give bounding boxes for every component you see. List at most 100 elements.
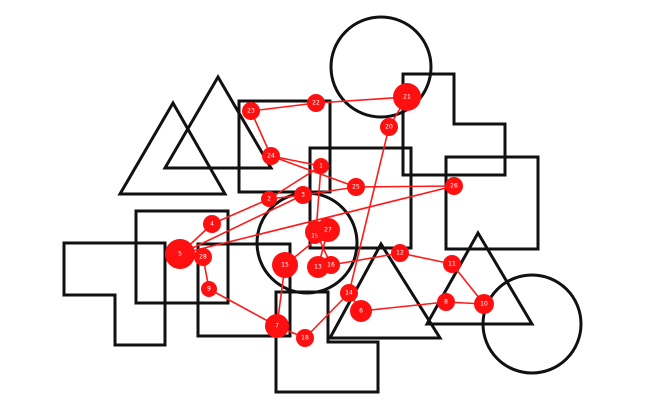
node-25: 25: [347, 178, 365, 196]
node-circle: [265, 314, 289, 338]
edge-25-26: [355, 185, 455, 188]
node-3: 3: [294, 186, 312, 204]
edge-16-12: [330, 252, 401, 266]
l-shape-outline: [274, 290, 380, 394]
node-circle: [347, 178, 365, 196]
node-label: 13: [314, 264, 322, 271]
node-circle: [203, 215, 221, 233]
node-circle: [445, 177, 463, 195]
node-circle: [393, 83, 421, 111]
square-outline: [196, 242, 292, 338]
triangle-outline: [424, 229, 535, 326]
node-label: 6: [359, 308, 363, 315]
node-circle: [165, 239, 195, 269]
node-layer: 1234567891011121314151617181920212223242…: [165, 83, 494, 347]
node-circle: [437, 293, 455, 311]
node-26: 26: [445, 177, 463, 195]
node-4: 4: [203, 215, 221, 233]
node-label: 14: [345, 290, 353, 297]
node-2: 2: [261, 191, 277, 207]
edge-14-18: [304, 292, 350, 339]
node-label: 25: [352, 184, 360, 191]
node-22: 22: [307, 94, 325, 112]
node-16: 16: [322, 256, 340, 274]
node-circle: [313, 158, 329, 174]
node-label: 24: [267, 153, 275, 160]
triangle-outline: [117, 99, 228, 196]
node-label: 16: [327, 262, 335, 269]
node-label: 23: [247, 108, 255, 115]
node-7: 7: [265, 314, 289, 338]
node-circle: [307, 94, 325, 112]
node-label: 20: [385, 124, 393, 131]
edge-9-7: [208, 288, 278, 327]
node-8: 8: [437, 293, 455, 311]
edge-layer: [179, 96, 485, 339]
node-label: 2: [267, 196, 271, 203]
node-circle: [296, 329, 314, 347]
edge-22-21: [315, 96, 408, 104]
node-circle: [201, 281, 217, 297]
circle-outline: [329, 15, 433, 119]
edge-1-17: [315, 165, 322, 233]
node-27: 27: [316, 218, 340, 242]
node-circle: [340, 284, 358, 302]
node-label: 19: [311, 233, 319, 240]
node-label: 1: [319, 163, 323, 170]
node-28: 28: [194, 248, 212, 266]
node-circle: [380, 118, 398, 136]
square-outline: [444, 155, 540, 251]
node-label: 3: [301, 192, 305, 199]
node-label: 5: [178, 251, 182, 258]
node-circle: [391, 244, 409, 262]
l-shape-outline: [62, 241, 167, 347]
node-label: 10: [480, 301, 488, 308]
node-15: 15: [272, 252, 298, 278]
edge-24-25: [270, 155, 357, 188]
node-circle: [262, 147, 280, 165]
node-label: 4: [210, 221, 214, 228]
node-circle: [194, 248, 212, 266]
edge-8-6: [360, 301, 447, 312]
node-label: 22: [312, 100, 320, 107]
node-label: 18: [301, 335, 309, 342]
node-circle: [272, 252, 298, 278]
node-label: 28: [199, 254, 207, 261]
node-20: 20: [380, 118, 398, 136]
triangle-outline: [162, 74, 274, 170]
node-circle: [316, 218, 340, 242]
node-label: 11: [448, 261, 456, 268]
edge-3-5: [179, 194, 304, 255]
node-5: 5: [165, 239, 195, 269]
node-1: 1: [313, 158, 329, 174]
l-shape-outline: [401, 72, 507, 177]
node-circle: [242, 102, 260, 120]
node-14: 14: [340, 284, 358, 302]
node-21: 21: [393, 83, 421, 111]
node-label: 12: [396, 250, 404, 257]
node-9: 9: [201, 281, 217, 297]
node-label: 9: [207, 286, 211, 293]
node-circle: [350, 300, 372, 322]
node-10: 10: [474, 294, 494, 314]
node-label: 8: [444, 299, 448, 306]
edge-23-22: [250, 102, 317, 112]
node-circle: [261, 191, 277, 207]
edge-2-4: [211, 198, 270, 225]
node-11: 11: [443, 255, 461, 273]
node-24: 24: [262, 147, 280, 165]
node-circle: [322, 256, 340, 274]
node-label: 7: [275, 323, 279, 330]
node-circle: [294, 186, 312, 204]
square-outline: [134, 209, 230, 305]
node-label: 27: [324, 227, 332, 234]
node-label: 21: [403, 94, 411, 101]
node-label: 26: [450, 183, 458, 190]
node-18: 18: [296, 329, 314, 347]
node-circle: [443, 255, 461, 273]
node-label: 15: [281, 262, 289, 269]
node-23: 23: [242, 102, 260, 120]
edge-14-20: [348, 126, 390, 294]
